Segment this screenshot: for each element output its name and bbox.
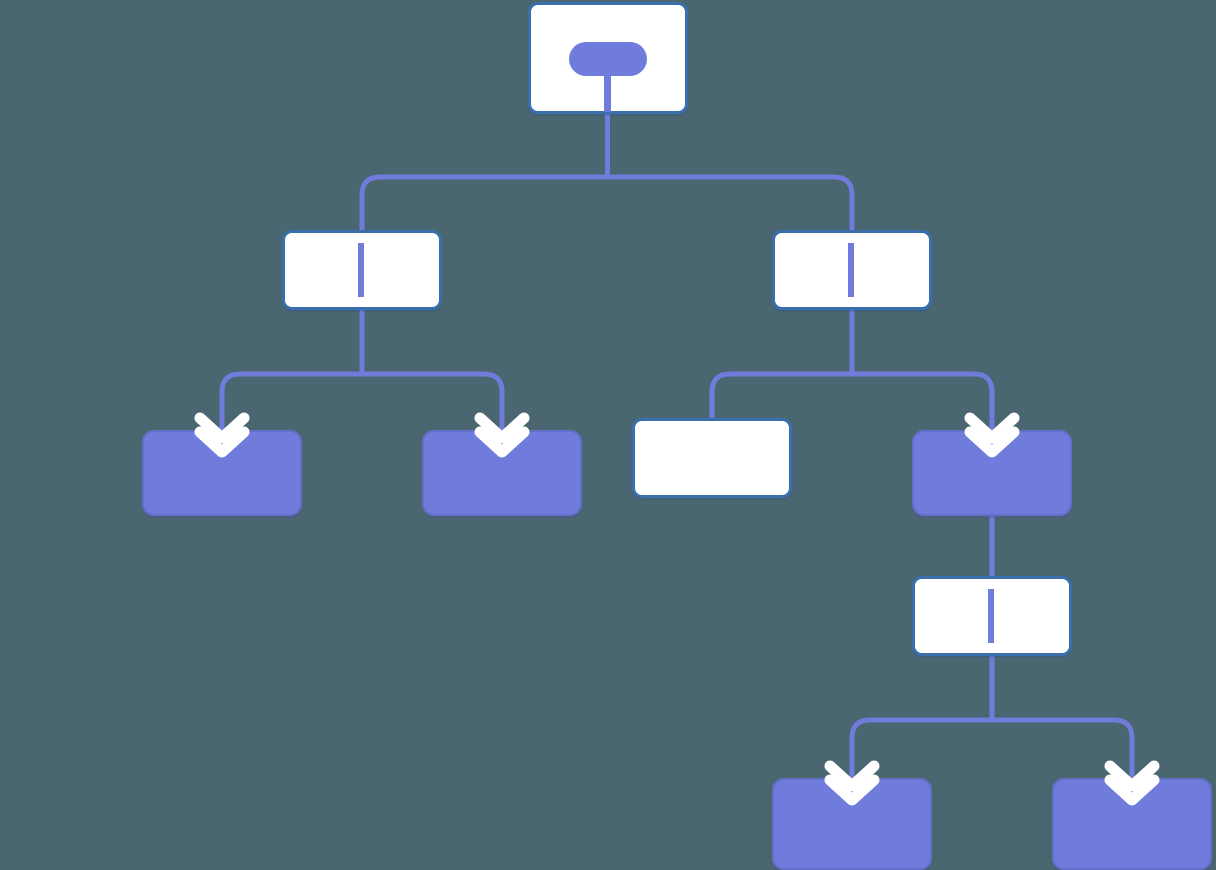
- leaf-node-5[interactable]: [1052, 778, 1212, 870]
- root-pill-marker: [569, 42, 647, 76]
- edge-branch-lower-to-leaf-5: [992, 717, 1135, 784]
- edge-branch-right-to-leaf-3: [709, 371, 852, 420]
- leaf-node-1[interactable]: [142, 430, 302, 516]
- node-through-line: [358, 243, 364, 297]
- edge-root-to-branch-left: [359, 174, 608, 232]
- node-through-line: [848, 243, 854, 297]
- edge-branch-lower-to-leaf-4: [849, 717, 992, 784]
- edge-branch-right-to-intermediate: [852, 371, 995, 436]
- leaf-node-3[interactable]: [632, 418, 792, 498]
- leaf-node-4[interactable]: [772, 778, 932, 870]
- root-pill-stem: [604, 76, 611, 112]
- node-through-line: [988, 589, 994, 643]
- edge-root-to-branch-right: [607, 174, 855, 232]
- intermediate-node[interactable]: [912, 430, 1072, 516]
- edge-branch-left-to-leaf-1: [219, 371, 362, 436]
- edge-branch-left-to-leaf-2: [362, 371, 505, 436]
- leaf-node-2[interactable]: [422, 430, 582, 516]
